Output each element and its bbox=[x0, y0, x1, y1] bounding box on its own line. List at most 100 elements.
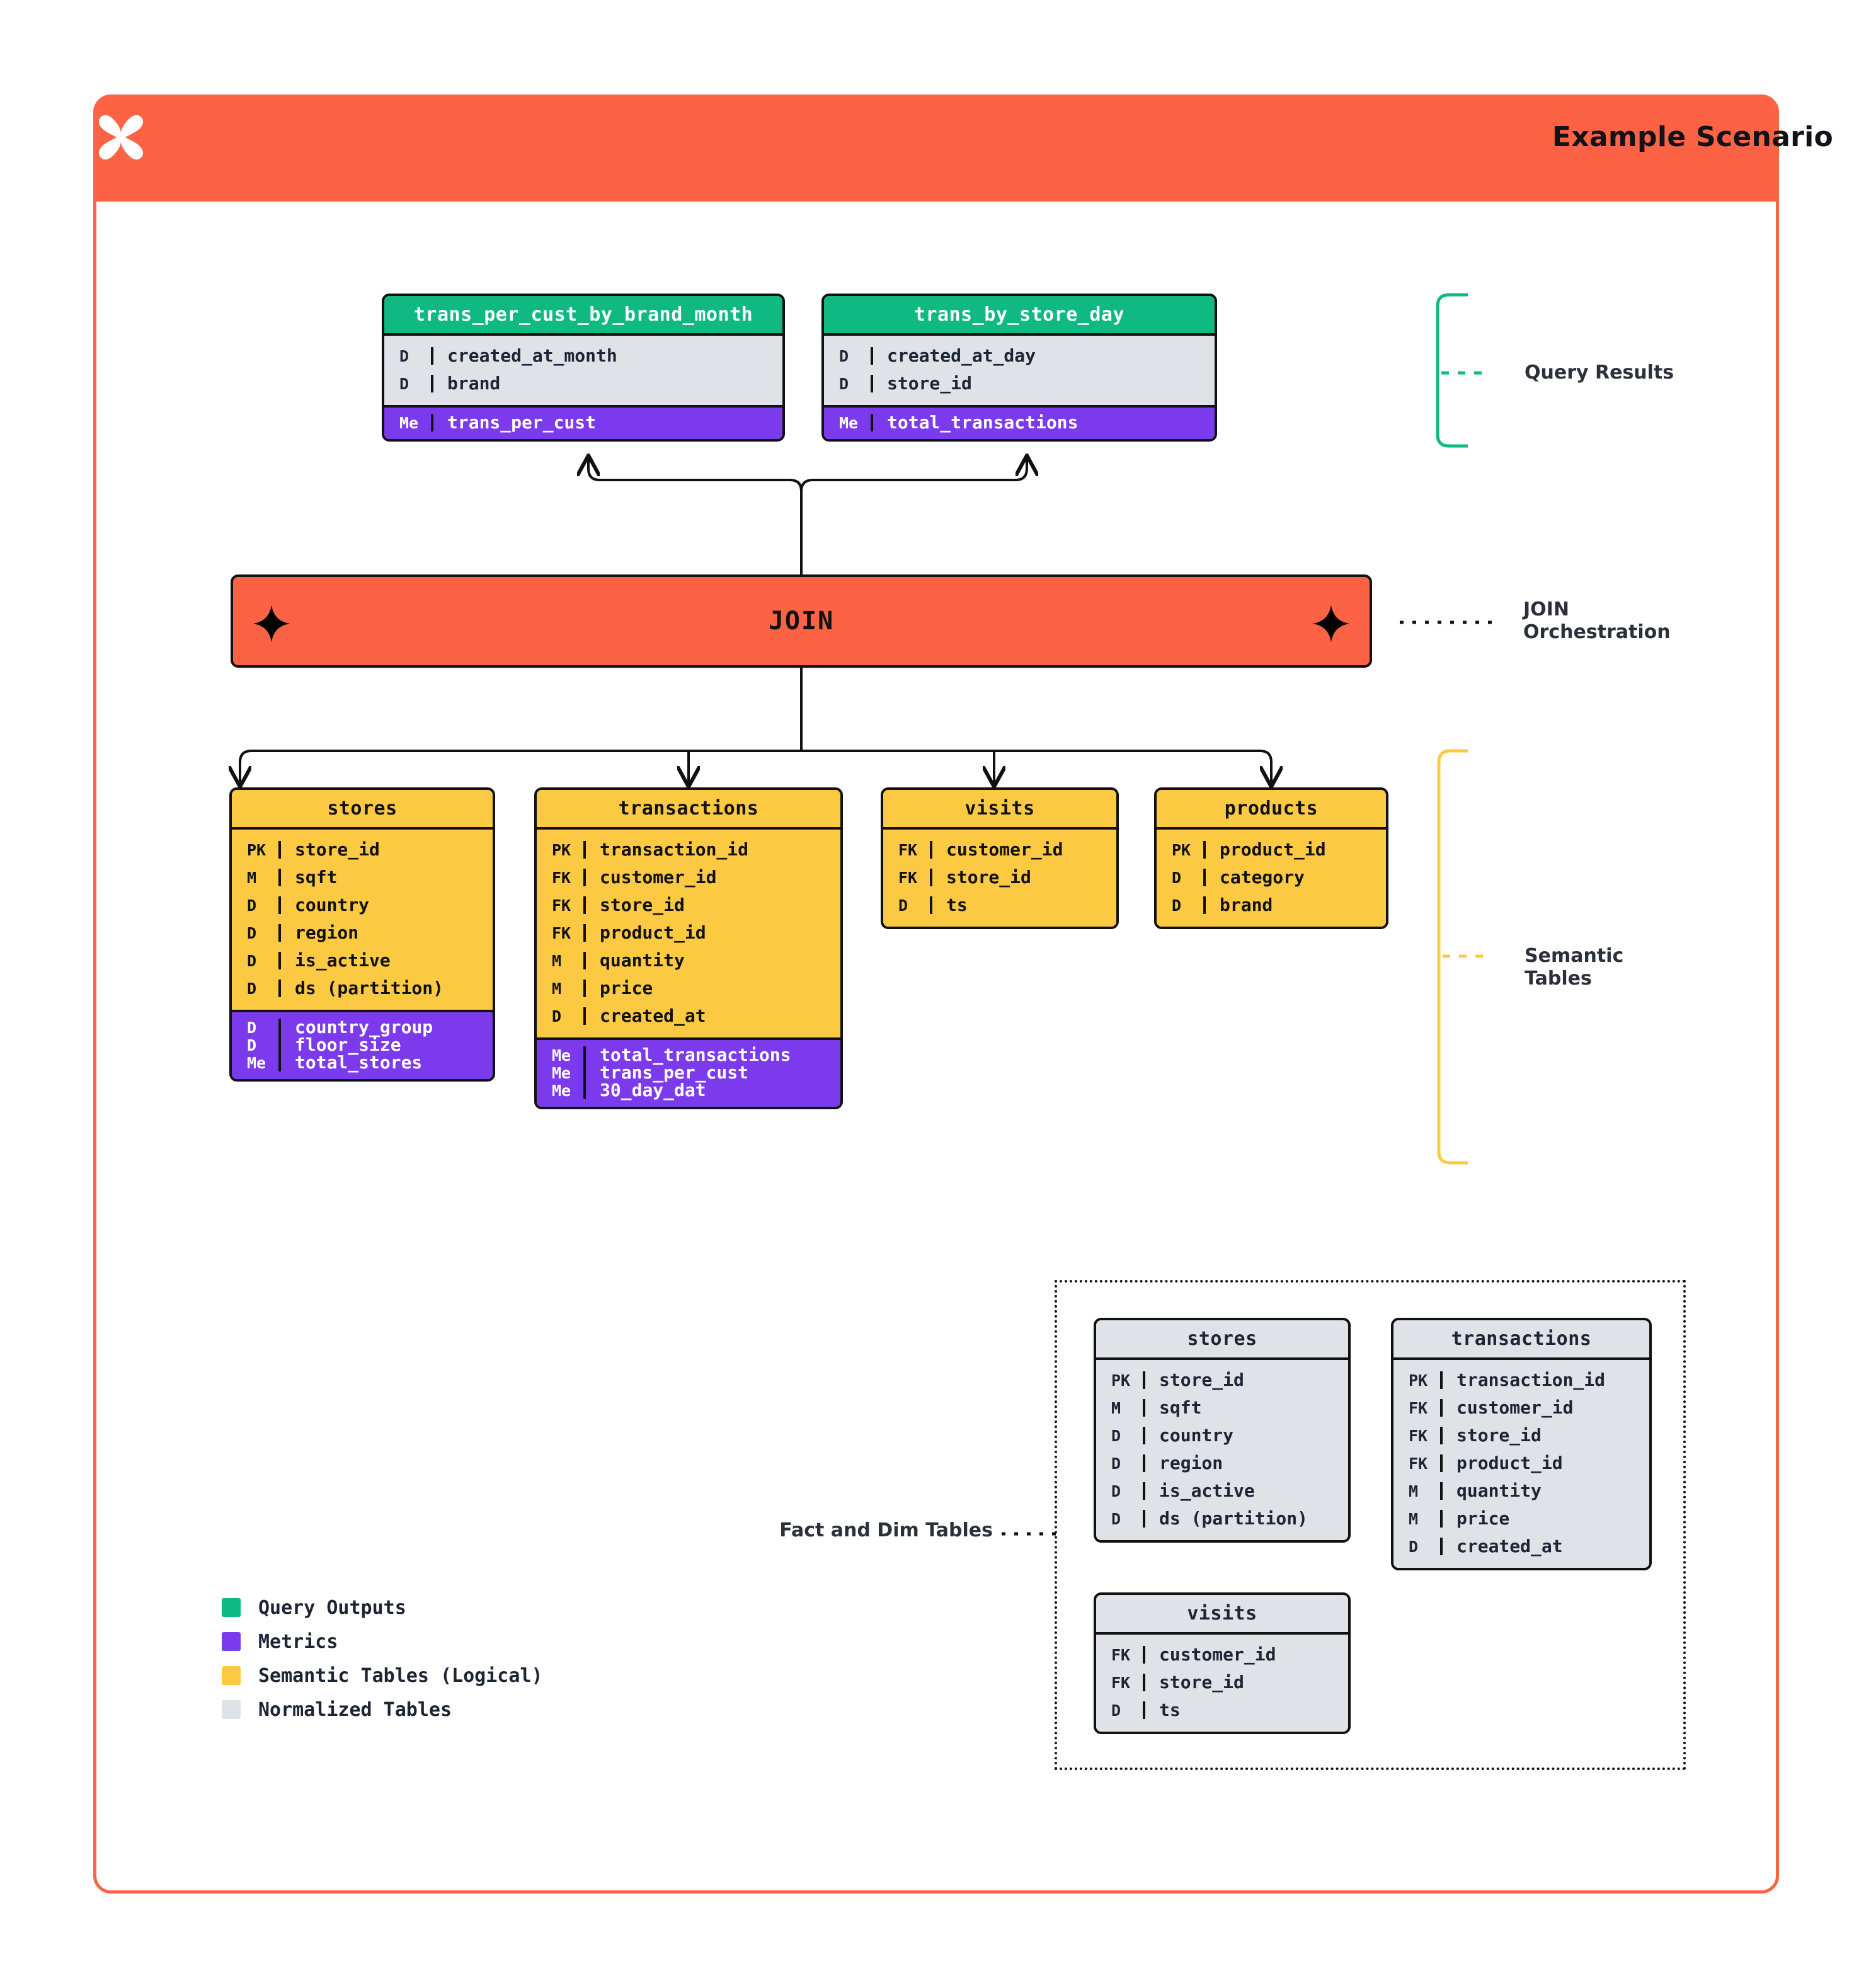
row-key: D bbox=[247, 896, 257, 915]
table-header: transactions bbox=[537, 790, 840, 830]
legend-label: Semantic Tables (Logical) bbox=[258, 1664, 543, 1687]
row-field: total_stores bbox=[278, 1054, 493, 1071]
row-field: created_at_day bbox=[871, 347, 1215, 365]
join-orchestration-annotation: JOIN Orchestration bbox=[1523, 598, 1671, 644]
row-field: 30_day_dat bbox=[583, 1082, 840, 1099]
row-field: ts bbox=[1143, 1701, 1348, 1719]
row-field: created_at_month bbox=[431, 347, 782, 365]
row-field: store_id bbox=[1143, 1674, 1348, 1691]
row-key: M bbox=[1409, 1509, 1419, 1528]
row-key: D bbox=[1111, 1701, 1121, 1720]
fact-dim-group-box bbox=[1055, 1280, 1686, 1770]
row-field: store_id bbox=[871, 375, 1215, 392]
row-key: PK bbox=[1111, 1371, 1131, 1390]
legend-item: Metrics bbox=[222, 1625, 543, 1659]
table-row: Me total_transactions bbox=[824, 414, 1215, 431]
row-field: customer_id bbox=[1143, 1646, 1348, 1664]
row-key: M bbox=[1409, 1482, 1419, 1500]
row-field: total_transactions bbox=[583, 1046, 840, 1064]
legend-item: Semantic Tables (Logical) bbox=[222, 1659, 543, 1693]
sparkle-icon bbox=[253, 605, 290, 643]
row-field: customer_id bbox=[1440, 1399, 1649, 1417]
row-key: D bbox=[1111, 1482, 1121, 1500]
page-title: Example Scenario bbox=[1552, 121, 1833, 153]
row-key: D bbox=[1172, 868, 1182, 887]
row-key: M bbox=[1111, 1398, 1121, 1417]
row-field: created_at bbox=[583, 1007, 840, 1025]
row-field: price bbox=[583, 980, 840, 997]
query-result-table-trans-per-cust-by-brand-month[interactable]: trans_per_cust_by_brand_month D created_… bbox=[382, 294, 785, 442]
row-key: M bbox=[247, 868, 257, 887]
table-header: trans_by_store_day bbox=[824, 296, 1215, 336]
row-field: price bbox=[1440, 1510, 1649, 1528]
row-key: D bbox=[1111, 1426, 1121, 1445]
row-key: FK bbox=[1409, 1426, 1428, 1445]
row-field: product_id bbox=[1203, 841, 1386, 859]
legend-label: Metrics bbox=[258, 1630, 338, 1653]
row-field: ts bbox=[930, 896, 1116, 914]
row-field: brand bbox=[431, 375, 782, 392]
row-field: customer_id bbox=[583, 869, 840, 886]
legend-item: Query Outputs bbox=[222, 1591, 543, 1625]
row-key: D bbox=[1172, 896, 1182, 915]
row-key: D bbox=[898, 896, 908, 915]
row-key: D bbox=[247, 979, 257, 998]
row-key: PK bbox=[552, 840, 571, 859]
join-orchestration-bar[interactable]: JOIN bbox=[231, 574, 1372, 668]
table-header: products bbox=[1157, 790, 1386, 830]
row-key: D bbox=[399, 346, 409, 365]
row-key: M bbox=[552, 979, 562, 998]
row-field: country bbox=[1143, 1427, 1348, 1444]
row-field: floor_size bbox=[278, 1036, 493, 1054]
table-header: visits bbox=[883, 790, 1116, 830]
table-row: Me trans_per_cust bbox=[384, 414, 782, 431]
row-key: PK bbox=[1409, 1371, 1428, 1390]
row-key: D bbox=[1111, 1509, 1121, 1528]
row-field: store_id bbox=[930, 869, 1116, 886]
row-field: trans_per_cust bbox=[583, 1064, 840, 1082]
row-key: D bbox=[1111, 1454, 1121, 1473]
row-field: sqft bbox=[278, 869, 493, 886]
join-annotation-line2: Orchestration bbox=[1523, 621, 1671, 643]
row-field: category bbox=[1203, 869, 1386, 886]
legend-swatch-metrics bbox=[222, 1632, 241, 1651]
table-row: D brand bbox=[384, 370, 782, 397]
row-field: is_active bbox=[278, 952, 493, 969]
row-key: FK bbox=[552, 923, 571, 942]
table-row: D store_id bbox=[824, 370, 1215, 397]
table-header: trans_per_cust_by_brand_month bbox=[384, 296, 782, 336]
query-result-table-trans-by-store-day[interactable]: trans_by_store_day D created_at_day D st… bbox=[821, 294, 1217, 442]
